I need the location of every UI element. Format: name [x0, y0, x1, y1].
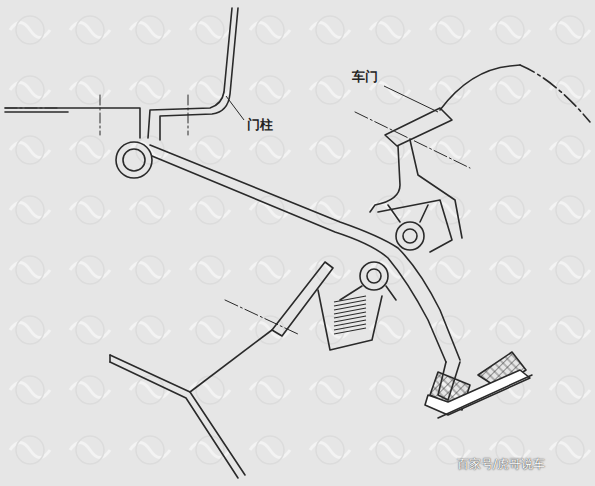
part-label: 门柱 — [247, 118, 273, 132]
watermark: 百家号/虎哥说车 — [457, 458, 545, 471]
part-label: 车门 — [352, 70, 378, 84]
spring-coil — [334, 328, 366, 334]
